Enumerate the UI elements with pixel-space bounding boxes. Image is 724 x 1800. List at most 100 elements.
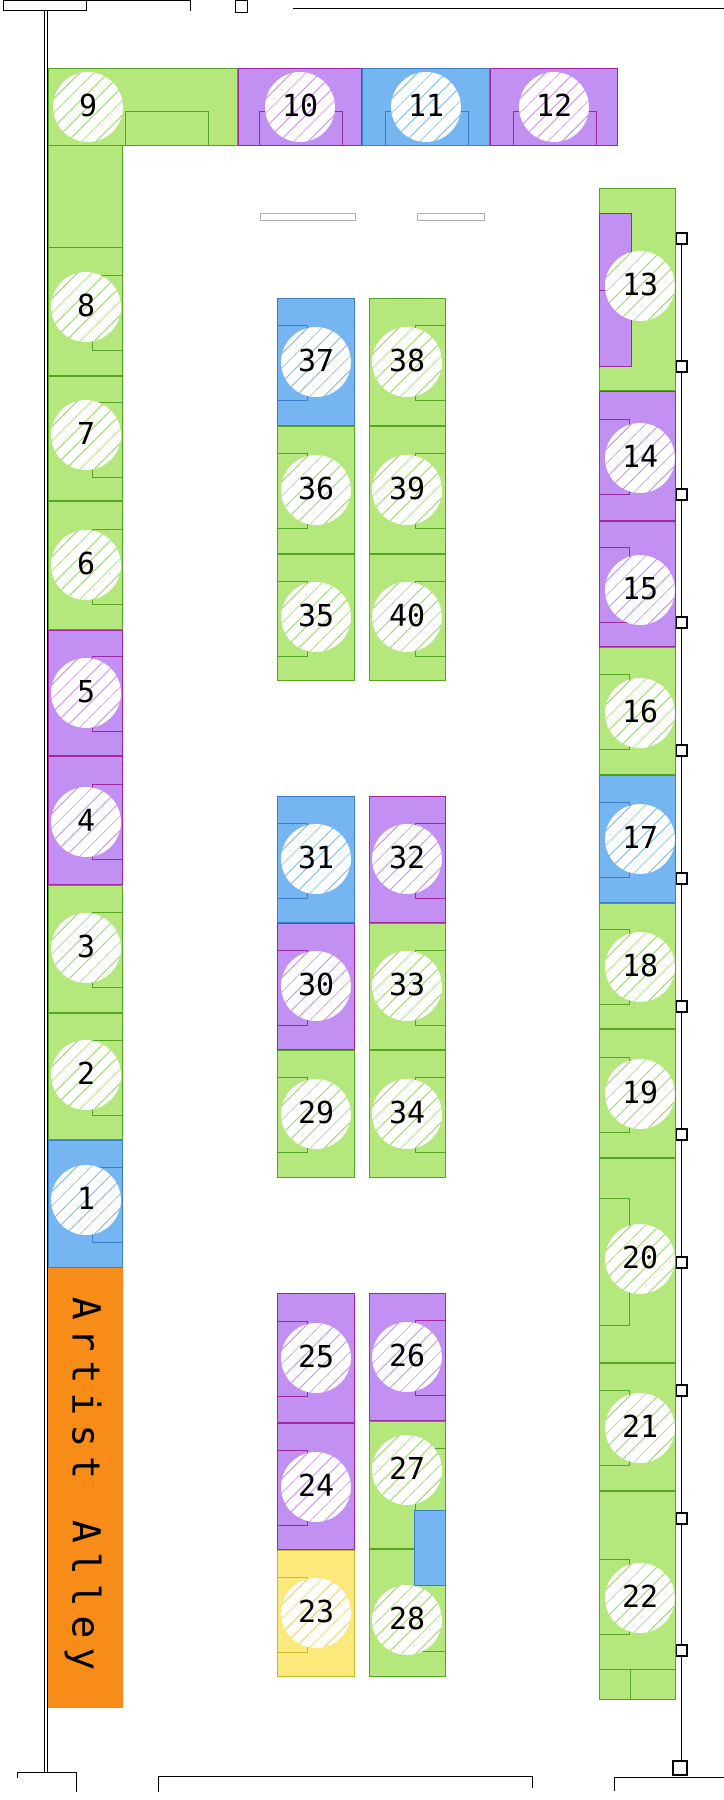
column-marker	[675, 232, 688, 245]
booth-number: 24	[297, 1469, 335, 1504]
booth-number: 9	[78, 89, 98, 124]
column-marker-bottom	[672, 1760, 688, 1776]
wall-bottom-left-tick-a	[17, 1772, 18, 1778]
booth-number: 18	[621, 949, 659, 984]
booth-number: 32	[388, 841, 426, 876]
booth-number: 29	[297, 1096, 335, 1131]
booth-circle-26: 26	[372, 1322, 442, 1392]
booth-circle-3: 3	[51, 913, 121, 983]
booth-number: 16	[621, 695, 659, 730]
wall-right	[681, 238, 682, 1760]
wall-bottom-left	[17, 1772, 77, 1773]
artist-alley-label: Artist Alley	[63, 1296, 108, 1680]
booth-circle-25: 25	[281, 1323, 351, 1393]
booth-number: 26	[388, 1339, 426, 1374]
booth-number: 38	[388, 344, 426, 379]
booth-number: 12	[535, 89, 573, 124]
booth-22-inner-vert	[630, 1669, 631, 1699]
booth-circle-27: 27	[372, 1435, 442, 1505]
booth-number: 35	[297, 599, 335, 634]
booth-circle-19: 19	[605, 1059, 675, 1129]
wall-bottom-mid-tick-a	[158, 1776, 159, 1792]
booth-circle-35: 35	[281, 582, 351, 652]
wall-pillar-top-left	[3, 0, 87, 11]
wall-bottom-right	[614, 1777, 724, 1778]
column-marker	[675, 1128, 688, 1141]
booth-number: 8	[76, 289, 96, 324]
booth-circle-39: 39	[372, 455, 442, 525]
wall-top-segment	[87, 0, 190, 1]
booth-circle-22: 22	[605, 1563, 675, 1633]
booth-circle-7: 7	[51, 400, 121, 470]
booth-circle-29: 29	[281, 1079, 351, 1149]
booth-9-leg	[48, 146, 123, 248]
booth-circle-18: 18	[605, 932, 675, 1002]
booth-circle-6: 6	[51, 530, 121, 600]
booth-number: 1	[76, 1182, 96, 1217]
booth-number: 34	[388, 1096, 426, 1131]
wall-top-right-segment	[293, 8, 724, 9]
booth-number: 7	[76, 417, 96, 452]
booth-circle-36: 36	[281, 455, 351, 525]
booth-number: 19	[621, 1076, 659, 1111]
booth-number: 40	[388, 599, 426, 634]
booth-number: 23	[297, 1595, 335, 1630]
booth-number: 15	[621, 572, 659, 607]
booth-number: 3	[76, 930, 96, 965]
table-outline	[125, 111, 209, 145]
wall-bottom-right-tick	[614, 1777, 615, 1791]
booth-22-inner-divider	[600, 1669, 675, 1670]
booth-circle-21: 21	[605, 1393, 675, 1463]
booth-circle-9: 9	[53, 72, 123, 142]
booth-circle-11: 11	[391, 72, 461, 142]
wall-pillar-top-mid	[235, 0, 248, 13]
wall-bottom-mid	[158, 1776, 533, 1777]
booth-circle-38: 38	[372, 327, 442, 397]
wall-bottom-mid-tick-b	[532, 1776, 533, 1788]
column-marker	[675, 1384, 688, 1397]
booth-circle-14: 14	[605, 423, 675, 493]
booth-number: 31	[297, 841, 335, 876]
booth-number: 13	[621, 268, 659, 303]
booth-circle-24: 24	[281, 1452, 351, 1522]
booth-number: 37	[297, 344, 335, 379]
booth-circle-37: 37	[281, 327, 351, 397]
booth-number: 33	[388, 968, 426, 1003]
booth-circle-8: 8	[51, 272, 121, 342]
booth-number: 20	[621, 1241, 659, 1276]
doorway-mark-a	[260, 213, 356, 221]
booth-number: 28	[388, 1602, 426, 1637]
column-marker	[675, 1512, 688, 1525]
column-marker	[675, 488, 688, 501]
doorway-mark-b	[417, 213, 485, 221]
booth-circle-40: 40	[372, 582, 442, 652]
booth-number: 36	[297, 472, 335, 507]
column-marker	[675, 744, 688, 757]
booth-number: 6	[76, 547, 96, 582]
booth-circle-1: 1	[51, 1165, 121, 1235]
booth-circle-15: 15	[605, 555, 675, 625]
booth-circle-10: 10	[265, 72, 335, 142]
wall-left-double	[44, 10, 48, 1772]
booth-number: 11	[407, 89, 445, 124]
booth-circle-20: 20	[605, 1224, 675, 1294]
booth-number: 17	[621, 821, 659, 856]
booth-number: 30	[297, 968, 335, 1003]
booth-circle-12: 12	[519, 72, 589, 142]
booth-circle-31: 31	[281, 824, 351, 894]
booth-number: 25	[297, 1340, 335, 1375]
booth-circle-30: 30	[281, 951, 351, 1021]
column-marker	[675, 1256, 688, 1269]
artist-alley: Artist Alley	[48, 1268, 123, 1708]
booth-circle-5: 5	[51, 658, 121, 728]
booth-circle-4: 4	[51, 787, 121, 857]
booth-number: 21	[621, 1410, 659, 1445]
booth-circle-28: 28	[372, 1585, 442, 1655]
service-block	[414, 1510, 446, 1586]
booth-circle-13: 13	[605, 251, 675, 321]
wall-top-step	[190, 0, 191, 11]
booth-circle-33: 33	[372, 951, 442, 1021]
booth-number: 4	[76, 804, 96, 839]
booth-circle-2: 2	[51, 1040, 121, 1110]
